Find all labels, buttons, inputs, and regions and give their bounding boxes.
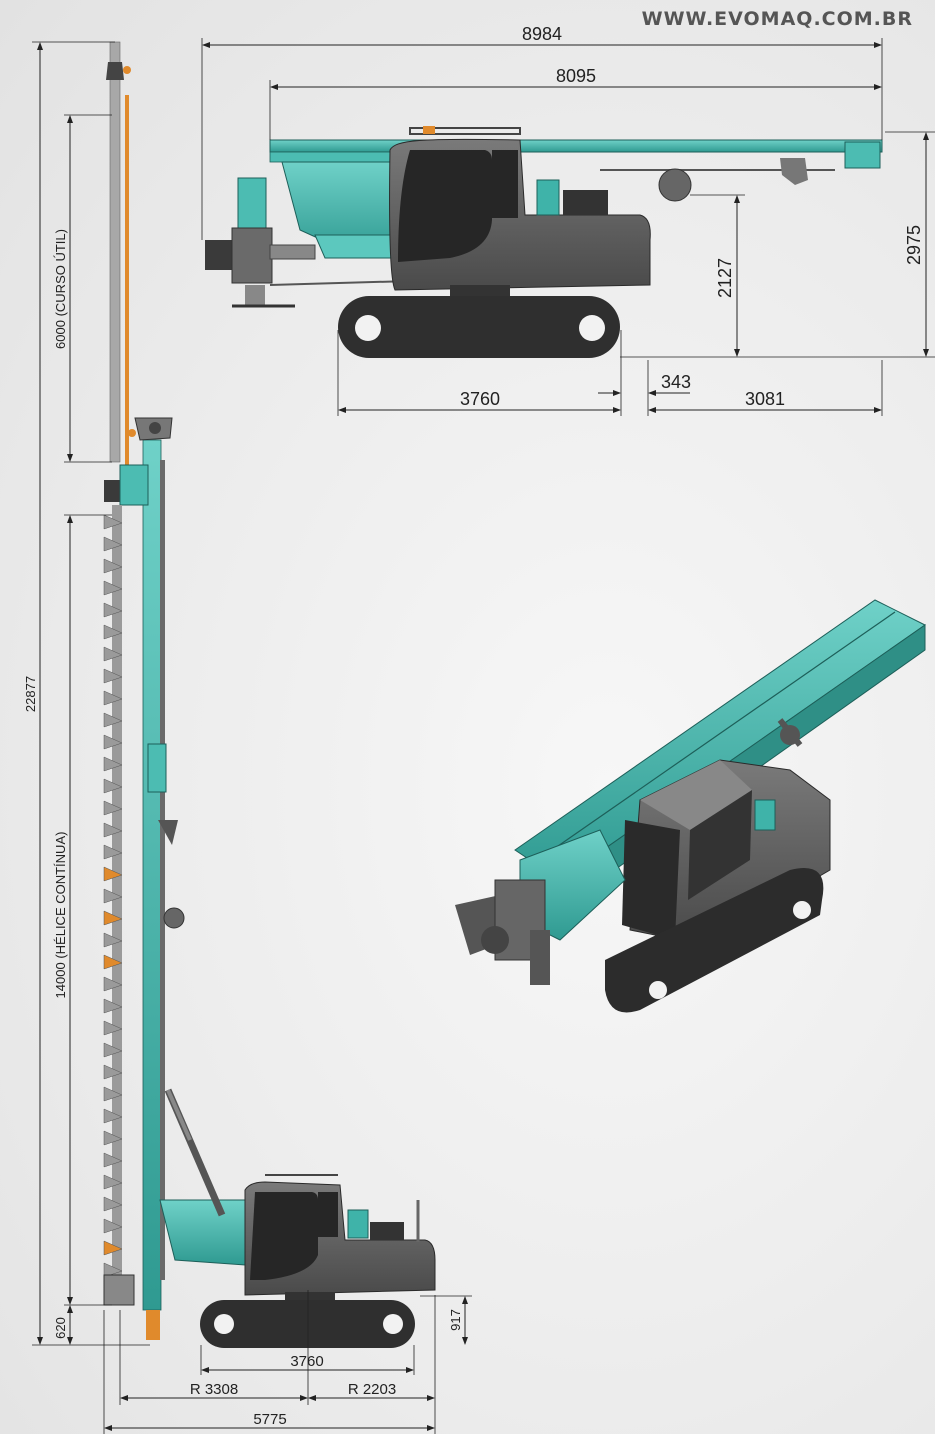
auger-flight xyxy=(103,1174,123,1190)
dim-front-radius: R 3308 xyxy=(190,1381,238,1398)
auger-flight xyxy=(103,888,123,904)
auger-flight xyxy=(103,558,123,574)
auger-flight xyxy=(103,932,123,948)
cab-window xyxy=(398,150,492,262)
mast-head xyxy=(844,141,881,169)
auger-flight xyxy=(103,756,123,772)
auger-flight xyxy=(103,976,123,992)
auger-flights xyxy=(103,514,123,1278)
auger-flight xyxy=(103,1218,123,1234)
iso-crawler-track xyxy=(605,868,824,1013)
mast-segment xyxy=(269,151,391,163)
auger-flight xyxy=(103,1152,123,1168)
auger-flight xyxy=(103,866,123,882)
mast-column xyxy=(142,439,162,1311)
auger-flight xyxy=(103,954,123,970)
dim-total-height: 22877 xyxy=(23,676,38,712)
dim-overall-length: 8984 xyxy=(522,24,562,44)
winch-drum xyxy=(658,168,692,202)
tank-teal xyxy=(536,179,560,216)
auger-flight xyxy=(103,1064,123,1080)
side-crawler-track xyxy=(200,1300,415,1348)
auger-flight xyxy=(103,690,123,706)
mast-rail xyxy=(269,139,883,153)
brand-website: WWW.EVOMAQ.COM.BR xyxy=(641,8,913,30)
side-view-dimensions: 22877 6000 (CURSO ÚTIL) 14000 (HÉLICE CO… xyxy=(23,41,472,1434)
auger-flight xyxy=(103,1042,123,1058)
dim-track-length-top: 3760 xyxy=(460,389,500,409)
dim-track-height: 917 xyxy=(448,1309,463,1331)
drill-bit xyxy=(146,1310,160,1340)
side-tank-teal xyxy=(347,1209,369,1239)
auger-flight xyxy=(103,1020,123,1036)
side-view-machine xyxy=(103,41,436,1348)
auger-flight xyxy=(103,910,123,926)
auger-flight xyxy=(103,844,123,860)
auger-flight xyxy=(103,1240,123,1256)
dim-rear-overhang: 3081 xyxy=(745,389,785,409)
auger-flight xyxy=(103,1086,123,1102)
dim-track-length-side: 3760 xyxy=(290,1353,323,1370)
auger-flight xyxy=(103,1196,123,1212)
dim-bottom-clearance: 620 xyxy=(53,1317,68,1339)
auger-flight xyxy=(103,602,123,618)
auger-flight xyxy=(103,778,123,794)
auger-flight xyxy=(103,1108,123,1124)
dim-mast-length: 8095 xyxy=(556,66,596,86)
dim-overall-width: 5775 xyxy=(253,1411,286,1428)
top-view-dimensions: 8984 8095 2975 2127 3760 343 3081 xyxy=(201,24,935,416)
auger-flight xyxy=(103,1262,123,1278)
dim-rear-radius: R 2203 xyxy=(348,1381,396,1398)
dim-gap: 343 xyxy=(661,372,691,392)
side-cab-window xyxy=(250,1192,318,1280)
top-view-machine xyxy=(205,126,883,358)
crawler-track xyxy=(338,296,620,358)
auger-flight xyxy=(103,580,123,596)
auger-flight xyxy=(103,1130,123,1146)
auger-flight xyxy=(103,822,123,838)
auger-flight xyxy=(103,624,123,640)
dim-rear-height: 2127 xyxy=(715,258,735,298)
dim-continuous-auger: 14000 (HÉLICE CONTÍNUA) xyxy=(53,832,68,999)
auger-flight xyxy=(103,514,123,530)
hydraulic-hose xyxy=(125,95,129,465)
iso-cab-side xyxy=(688,790,752,900)
dim-useful-stroke: 6000 (CURSO ÚTIL) xyxy=(53,229,68,349)
kelly-bar xyxy=(109,41,121,463)
auger-flight xyxy=(103,712,123,728)
iso-cab-front xyxy=(622,820,680,940)
auger-flight xyxy=(103,800,123,816)
auger-guide xyxy=(103,1274,135,1306)
auger-flight xyxy=(103,734,123,750)
auger-flight xyxy=(103,536,123,552)
auger-flight xyxy=(103,646,123,662)
isometric-view-machine xyxy=(455,599,926,1013)
auger-flight xyxy=(103,998,123,1014)
side-boom xyxy=(159,1199,246,1266)
dim-overall-height: 2975 xyxy=(904,225,924,265)
auger-flight xyxy=(103,668,123,684)
